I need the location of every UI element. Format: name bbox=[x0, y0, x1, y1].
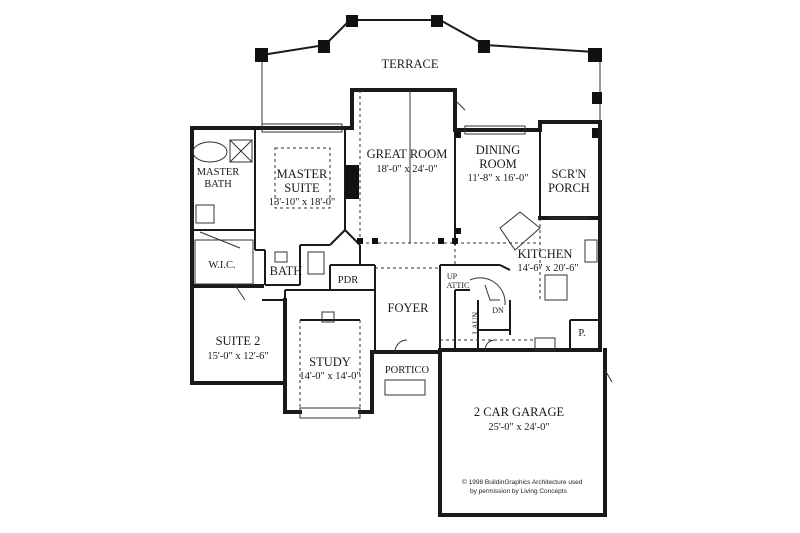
columns bbox=[345, 132, 461, 244]
exterior-walls bbox=[190, 88, 607, 517]
study-label: STUDY bbox=[309, 355, 351, 369]
great-room-label: GREAT ROOM bbox=[367, 147, 448, 161]
credit-line-1: © 1998 BuildinGraphics Architecture used bbox=[462, 478, 583, 486]
terrace-outline bbox=[255, 15, 602, 138]
master-bath-label-1: MASTER bbox=[197, 167, 240, 178]
kitchen-label: KITCHEN bbox=[518, 247, 573, 261]
wic-label: W.I.C. bbox=[208, 260, 235, 271]
credit-line-2: by permission by Living Concepts bbox=[470, 488, 568, 495]
portico-label: PORTICO bbox=[385, 365, 430, 376]
up-label: UP bbox=[447, 272, 458, 281]
terrace-label: TERRACE bbox=[382, 57, 439, 71]
master-suite-label-2: SUITE bbox=[284, 181, 320, 195]
pdr-label: PDR bbox=[338, 275, 358, 286]
study-dim: 14'-0" x 14'-0" bbox=[299, 371, 360, 382]
kitchen-dim: 14'-6" x 20'-6" bbox=[517, 263, 578, 274]
annotation-marks: UP ATTIC DN P. bbox=[447, 272, 586, 339]
copyright-credit: © 1998 BuildinGraphics Architecture used… bbox=[462, 478, 583, 495]
dining-label-2: ROOM bbox=[479, 157, 517, 171]
suite2-dim: 15'-0" x 12'-6" bbox=[207, 351, 268, 362]
garage-label: 2 CAR GARAGE bbox=[474, 405, 565, 419]
dining-label-1: DINING bbox=[476, 143, 520, 157]
dn-label: DN bbox=[492, 306, 504, 315]
garage-dim: 25'-0" x 24'-0" bbox=[488, 422, 549, 433]
scrn-porch-label-2: PORCH bbox=[548, 181, 590, 195]
pantry-label: P. bbox=[578, 328, 585, 339]
dining-dim: 11'-8" x 16'-0" bbox=[468, 173, 529, 184]
master-bath-label-2: BATH bbox=[204, 179, 232, 190]
attic-label: ATTIC bbox=[447, 281, 470, 290]
suite2-label: SUITE 2 bbox=[216, 334, 261, 348]
room-labels: TERRACE GREAT ROOM 18'-0" x 24'-0" DININ… bbox=[197, 57, 590, 433]
laun-label: LAUN. bbox=[471, 310, 480, 334]
master-suite-dim: 13'-10" x 18'-0" bbox=[269, 197, 336, 208]
bath-label: BATH bbox=[270, 264, 303, 278]
master-suite-label-1: MASTER bbox=[277, 167, 328, 181]
interior-walls bbox=[192, 128, 600, 352]
great-room-dim: 18'-0" x 24'-0" bbox=[376, 164, 437, 175]
scrn-porch-label-1: SCR'N bbox=[552, 167, 587, 181]
foyer-label: FOYER bbox=[388, 301, 430, 315]
fixtures bbox=[192, 139, 598, 351]
